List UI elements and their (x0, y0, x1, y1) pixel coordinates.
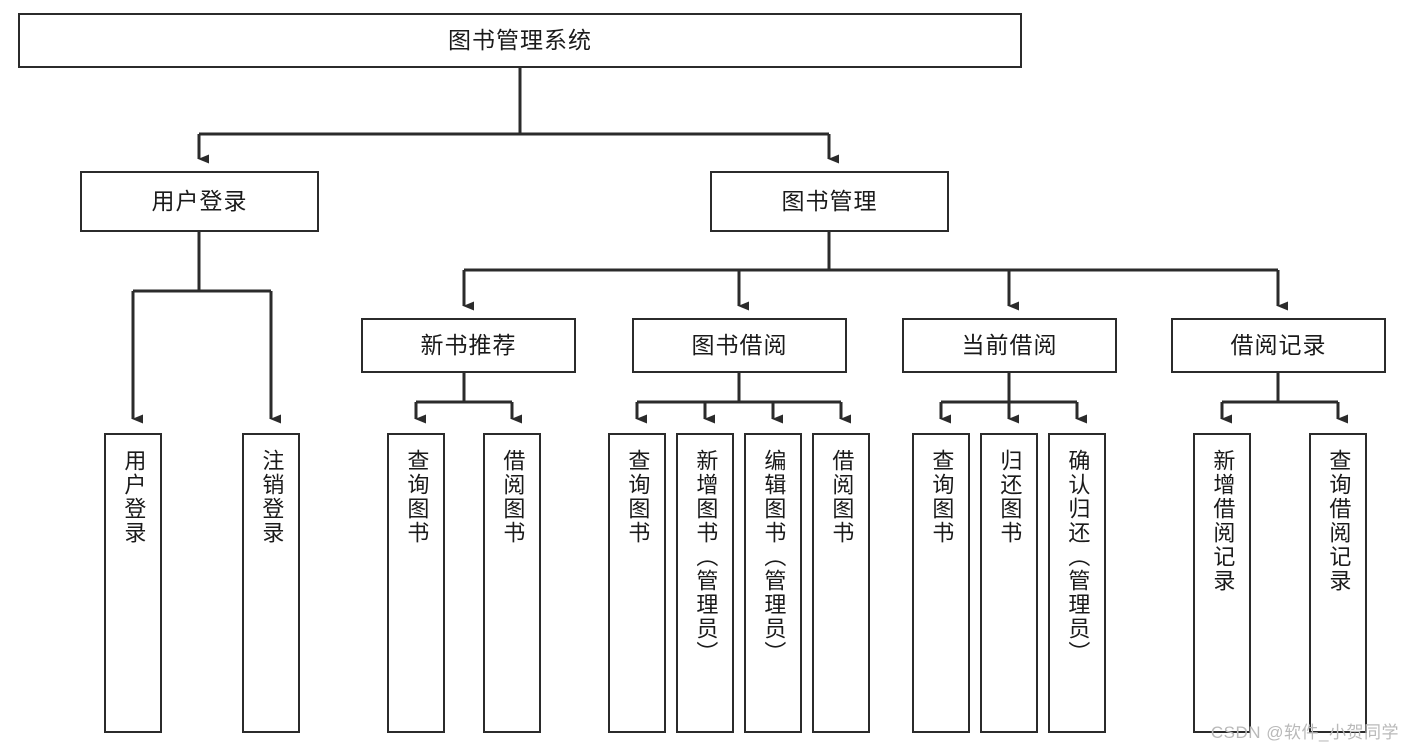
node-root-system[interactable]: 图书管理系统 (18, 13, 1022, 68)
node-leaf-return-book[interactable]: 归还图书 (980, 433, 1038, 733)
node-leaf-borrow-book-2[interactable]: 借阅图书 (812, 433, 870, 733)
node-user-login-label: 用户登录 (151, 188, 248, 214)
node-leaf-user-login[interactable]: 用户登录 (104, 433, 162, 733)
node-leaf-query-record[interactable]: 查询借阅记录 (1309, 433, 1367, 733)
node-borrow-record[interactable]: 借阅记录 (1171, 318, 1386, 373)
node-leaf-add-record-label: 新增借阅记录 (1210, 449, 1236, 593)
node-leaf-borrow-book-1[interactable]: 借阅图书 (483, 433, 541, 733)
node-book-manage-label: 图书管理 (781, 188, 878, 214)
node-leaf-query-book-1-label: 查询图书 (404, 449, 430, 545)
node-leaf-add-book-label: 新增图书（管理员） (693, 449, 719, 665)
node-leaf-query-record-label: 查询借阅记录 (1326, 449, 1352, 593)
node-leaf-edit-book[interactable]: 编辑图书（管理员） (744, 433, 802, 733)
node-leaf-add-book[interactable]: 新增图书（管理员） (676, 433, 734, 733)
node-book-borrow-label: 图书借阅 (691, 332, 788, 358)
node-leaf-query-book-3[interactable]: 查询图书 (912, 433, 970, 733)
node-leaf-confirm-return-label: 确认归还（管理员） (1065, 449, 1091, 665)
node-leaf-confirm-return[interactable]: 确认归还（管理员） (1048, 433, 1106, 733)
node-leaf-query-book-3-label: 查询图书 (929, 449, 955, 545)
node-current-borrow-label: 当前借阅 (961, 332, 1058, 358)
node-leaf-return-book-label: 归还图书 (997, 449, 1023, 545)
node-leaf-query-book-1[interactable]: 查询图书 (387, 433, 445, 733)
node-leaf-user-logout-label: 注销登录 (259, 449, 285, 545)
csdn-watermark: CSDN @软件_小贺同学 (1210, 723, 1399, 742)
node-leaf-query-book-2[interactable]: 查询图书 (608, 433, 666, 733)
node-leaf-user-logout[interactable]: 注销登录 (242, 433, 300, 733)
node-new-book-recommend-label: 新书推荐 (420, 332, 517, 358)
node-leaf-borrow-book-2-label: 借阅图书 (829, 449, 855, 545)
node-user-login[interactable]: 用户登录 (80, 171, 319, 232)
node-leaf-user-login-label: 用户登录 (121, 449, 147, 545)
node-book-manage[interactable]: 图书管理 (710, 171, 949, 232)
node-root-system-label: 图书管理系统 (448, 27, 592, 53)
node-book-borrow[interactable]: 图书借阅 (632, 318, 847, 373)
node-new-book-recommend[interactable]: 新书推荐 (361, 318, 576, 373)
node-leaf-edit-book-label: 编辑图书（管理员） (761, 449, 787, 665)
node-leaf-query-book-2-label: 查询图书 (625, 449, 651, 545)
node-leaf-add-record[interactable]: 新增借阅记录 (1193, 433, 1251, 733)
node-leaf-borrow-book-1-label: 借阅图书 (500, 449, 526, 545)
node-borrow-record-label: 借阅记录 (1230, 332, 1327, 358)
node-current-borrow[interactable]: 当前借阅 (902, 318, 1117, 373)
